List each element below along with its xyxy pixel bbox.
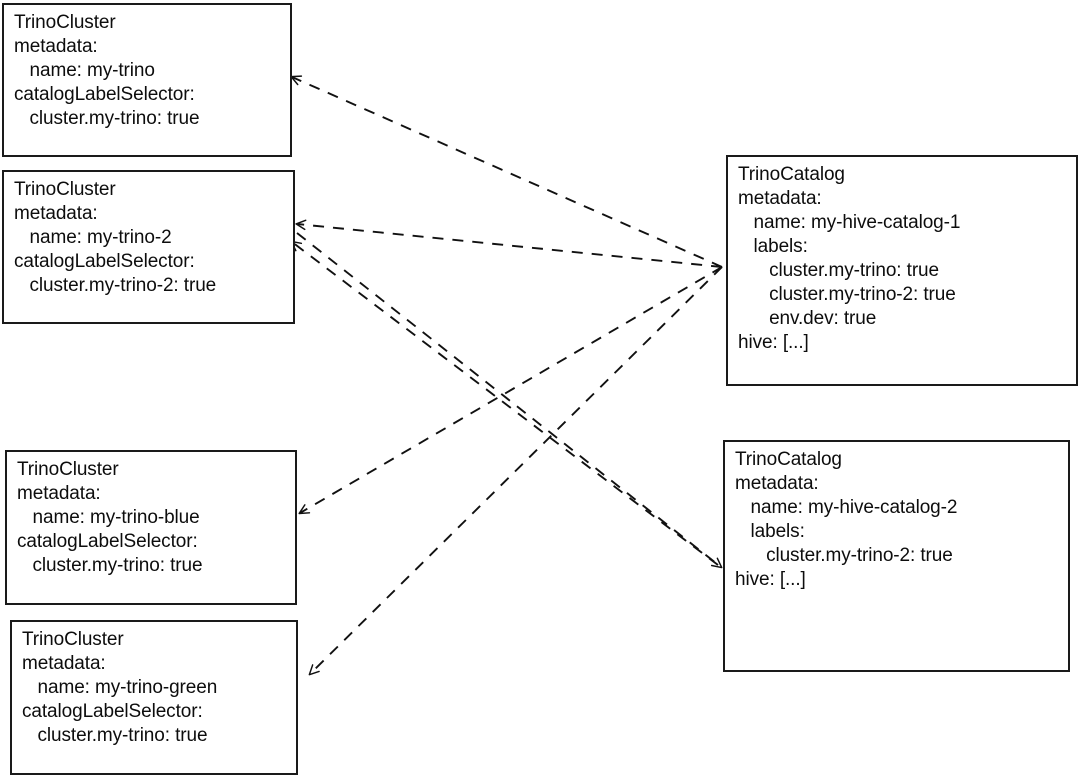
edge-edge-cluster-my-trino-2-to-catalog2 (296, 232, 723, 569)
node-text-line: labels: (738, 236, 808, 257)
node-text-line: hive: [...] (738, 332, 809, 353)
node-trinocluster-my-trino[interactable]: TrinoCluster metadata: name: my-trino cata… (2, 3, 292, 157)
node-text-line: catalogLabelSelector: (17, 531, 198, 552)
node-text-line: env.dev: true (738, 308, 877, 329)
node-text-line: metadata: (14, 203, 98, 224)
node-text-line: cluster.my-trino: true (14, 108, 200, 129)
node-text-line: catalogLabelSelector: (14, 84, 195, 105)
edge-edge-catalog1-to-cluster-my-trino-2-upper (295, 219, 723, 268)
node-text-line: hive: [...] (735, 569, 806, 590)
node-text-line: cluster.my-trino: true (738, 260, 939, 281)
node-text-line: TrinoCatalog (738, 164, 845, 185)
edge-edge-catalog1-to-cluster-my-trino (290, 75, 723, 268)
node-text-line: name: my-trino-green (22, 677, 218, 698)
node-trinocluster-my-trino-2[interactable]: TrinoCluster metadata: name: my-trino-2 ca… (2, 170, 295, 324)
node-text-line: name: my-trino-2 (14, 227, 172, 248)
edge-edge-catalog1-to-cluster-my-trino-green (308, 266, 723, 676)
edge-edge-catalog2-to-cluster-my-trino-2-lower (290, 240, 719, 566)
node-text-line: cluster.my-trino: true (22, 725, 208, 746)
node-text-line: catalogLabelSelector: (14, 251, 195, 272)
node-text-line: name: my-trino (14, 60, 155, 81)
node-text-line: labels: (735, 521, 805, 542)
node-trinocatalog-my-hive-catalog-1[interactable]: TrinoCatalog metadata: name: my-hive-cata… (726, 155, 1078, 386)
node-trinocluster-my-trino-green[interactable]: TrinoCluster metadata: name: my-trino-gre… (10, 620, 298, 775)
node-trinocluster-my-trino-blue[interactable]: TrinoCluster metadata: name: my-trino-blu… (5, 450, 297, 605)
node-text-line: TrinoCluster (22, 629, 124, 650)
node-text-line: cluster.my-trino-2: true (738, 284, 956, 305)
node-text-line: cluster.my-trino-2: true (14, 275, 217, 296)
node-text-line: name: my-hive-catalog-2 (735, 497, 958, 518)
node-text-line: catalogLabelSelector: (22, 701, 203, 722)
node-text-line: metadata: (22, 653, 106, 674)
node-text-line: TrinoCluster (17, 459, 119, 480)
node-text-line: metadata: (735, 473, 819, 494)
edge-edge-catalog1-to-cluster-my-trino-blue (298, 266, 723, 515)
node-text-line: TrinoCatalog (735, 449, 842, 470)
node-text-line: TrinoCluster (14, 179, 116, 200)
node-text-line: metadata: (14, 36, 98, 57)
node-text-line: TrinoCluster (14, 12, 116, 33)
node-text-line: cluster.my-trino: true (17, 555, 203, 576)
node-text-line: cluster.my-trino-2: true (735, 545, 953, 566)
node-trinocatalog-my-hive-catalog-2[interactable]: TrinoCatalog metadata: name: my-hive-cata… (723, 440, 1070, 672)
node-text-line: metadata: (17, 483, 101, 504)
node-text-line: metadata: (738, 188, 822, 209)
node-text-line: name: my-trino-blue (17, 507, 200, 528)
node-text-line: name: my-hive-catalog-1 (738, 212, 961, 233)
